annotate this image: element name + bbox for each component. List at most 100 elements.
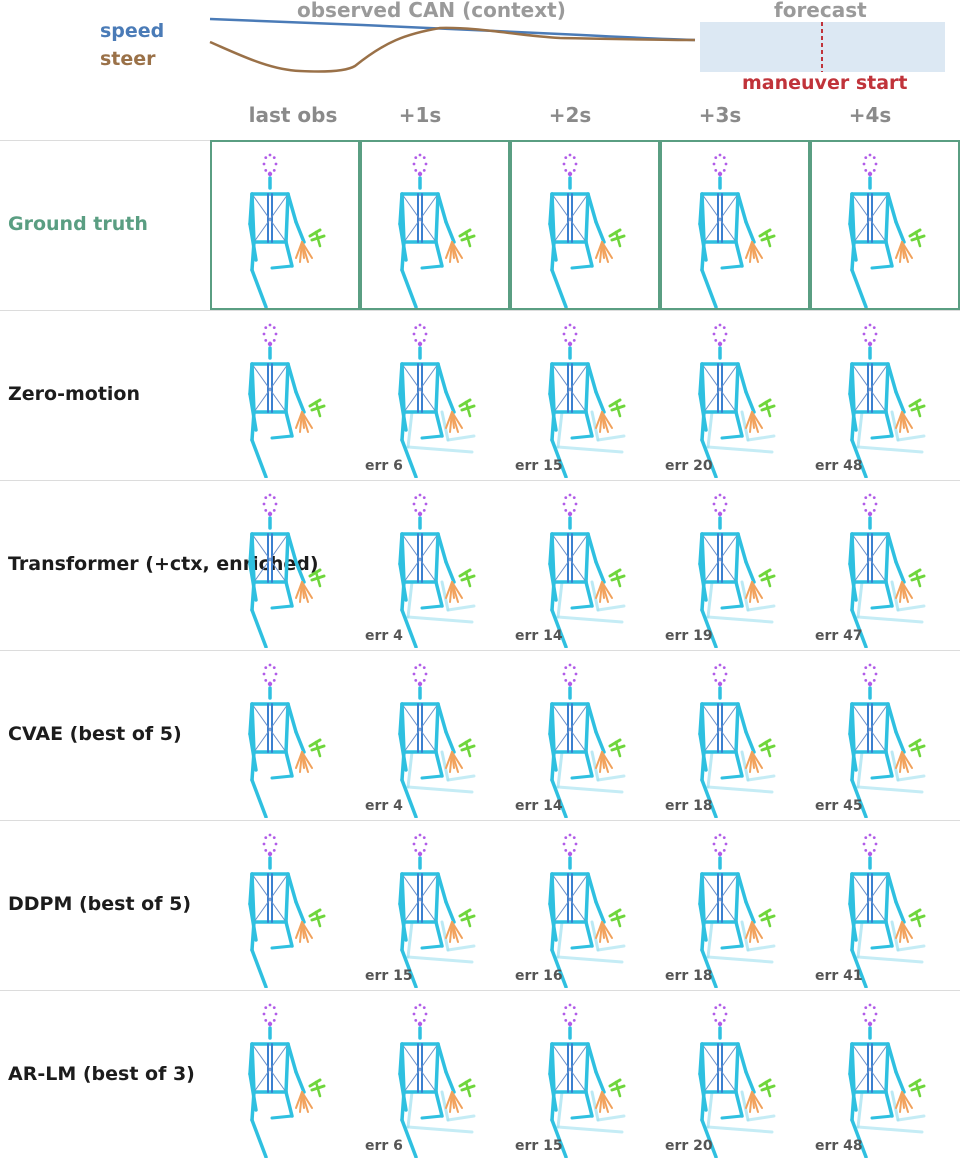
row-separator bbox=[0, 820, 960, 821]
column-header-1s: +1s bbox=[398, 103, 442, 127]
row-label-cvae: CVAE (best of 5) bbox=[8, 723, 182, 745]
error-label: err 15 bbox=[365, 968, 413, 984]
skeleton-figure bbox=[398, 1003, 476, 1159]
skeleton-pose bbox=[812, 652, 958, 819]
ground-truth-frame bbox=[810, 140, 960, 310]
skeleton-pose bbox=[362, 992, 508, 1159]
skeleton-figure bbox=[398, 833, 476, 989]
error-label: err 20 bbox=[665, 1138, 713, 1154]
skeleton-figure bbox=[548, 153, 626, 309]
skeleton-figure bbox=[548, 323, 626, 479]
error-label: err 48 bbox=[815, 1138, 863, 1154]
skeleton-figure bbox=[398, 153, 476, 309]
skeleton-pose bbox=[362, 652, 508, 819]
skeleton-pose bbox=[362, 482, 508, 649]
ground-truth-frame bbox=[660, 140, 810, 310]
speed-curve bbox=[209, 17, 696, 42]
skeleton-pose bbox=[662, 652, 808, 819]
column-header-2s: +2s bbox=[548, 103, 592, 127]
context-label: observed CAN (context) bbox=[297, 0, 566, 22]
skeleton-pose bbox=[212, 312, 358, 479]
row-label-ddpm: DDPM (best of 5) bbox=[8, 893, 192, 915]
skeleton-figure bbox=[398, 493, 476, 649]
error-label: err 14 bbox=[515, 628, 563, 644]
skeleton-pose bbox=[212, 992, 358, 1159]
column-header-4s: +4s bbox=[848, 103, 892, 127]
skeleton-figure bbox=[248, 663, 326, 819]
row-label-ar-lm: AR-LM (best of 3) bbox=[8, 1063, 195, 1085]
skeleton-pose bbox=[512, 142, 658, 309]
skeleton-figure bbox=[698, 663, 776, 819]
can-signal-plot bbox=[209, 17, 945, 73]
skeleton-figure bbox=[848, 663, 926, 819]
error-label: err 41 bbox=[815, 968, 863, 984]
error-label: err 14 bbox=[515, 798, 563, 814]
skeleton-pose bbox=[512, 482, 658, 649]
skeleton-figure bbox=[398, 663, 476, 819]
skeleton-pose bbox=[212, 652, 358, 819]
column-header-3s: +3s bbox=[698, 103, 742, 127]
maneuver-start-label: maneuver start bbox=[742, 72, 908, 94]
skeleton-figure bbox=[698, 493, 776, 649]
skeleton-pose bbox=[662, 482, 808, 649]
skeleton-pose bbox=[812, 482, 958, 649]
ground-truth-frame bbox=[510, 140, 660, 310]
skeleton-pose bbox=[662, 822, 808, 989]
row-separator bbox=[0, 480, 960, 481]
skeleton-pose bbox=[812, 822, 958, 989]
skeleton-pose bbox=[512, 992, 658, 1159]
skeleton-figure bbox=[848, 153, 926, 309]
skeleton-figure bbox=[248, 153, 326, 309]
error-label: err 47 bbox=[815, 628, 863, 644]
error-label: err 15 bbox=[515, 458, 563, 474]
skeleton-pose bbox=[662, 142, 808, 309]
error-label: err 6 bbox=[365, 458, 403, 474]
forecast-label: forecast bbox=[774, 0, 867, 22]
row-separator bbox=[0, 310, 960, 311]
error-label: err 16 bbox=[515, 968, 563, 984]
skeleton-pose bbox=[212, 482, 358, 649]
skeleton-figure bbox=[248, 493, 326, 649]
skeleton-figure bbox=[548, 1003, 626, 1159]
row-label-zero-motion: Zero-motion bbox=[8, 383, 140, 405]
skeleton-pose bbox=[512, 822, 658, 989]
skeleton-pose bbox=[212, 822, 358, 989]
skeleton-pose bbox=[662, 312, 808, 479]
ground-truth-frame bbox=[210, 140, 360, 310]
error-label: err 18 bbox=[665, 798, 713, 814]
row-separator bbox=[0, 990, 960, 991]
skeleton-pose bbox=[512, 652, 658, 819]
skeleton-figure bbox=[398, 323, 476, 479]
skeleton-figure bbox=[248, 1003, 326, 1159]
skeleton-figure bbox=[848, 833, 926, 989]
skeleton-figure bbox=[698, 323, 776, 479]
skeleton-pose bbox=[662, 992, 808, 1159]
row-label-transformer: Transformer (+ctx, enriched) bbox=[8, 553, 319, 575]
skeleton-figure bbox=[848, 493, 926, 649]
error-label: err 4 bbox=[365, 628, 403, 644]
steer-legend: steer bbox=[100, 48, 156, 70]
skeleton-figure bbox=[698, 1003, 776, 1159]
skeleton-pose bbox=[812, 142, 958, 309]
skeleton-pose bbox=[812, 992, 958, 1159]
skeleton-figure bbox=[248, 833, 326, 989]
steer-curve bbox=[209, 26, 696, 73]
row-separator bbox=[0, 650, 960, 651]
skeleton-pose bbox=[362, 822, 508, 989]
ground-truth-frame bbox=[360, 140, 510, 310]
error-label: err 18 bbox=[665, 968, 713, 984]
error-label: err 48 bbox=[815, 458, 863, 474]
skeleton-figure bbox=[848, 1003, 926, 1159]
error-label: err 19 bbox=[665, 628, 713, 644]
skeleton-pose bbox=[812, 312, 958, 479]
skeleton-figure bbox=[248, 323, 326, 479]
skeleton-pose bbox=[362, 312, 508, 479]
speed-legend: speed bbox=[100, 20, 165, 42]
skeleton-figure bbox=[698, 833, 776, 989]
skeleton-figure bbox=[548, 493, 626, 649]
error-label: err 45 bbox=[815, 798, 863, 814]
column-header-last-obs: last obs bbox=[248, 103, 338, 127]
skeleton-pose bbox=[362, 142, 508, 309]
skeleton-pose bbox=[512, 312, 658, 479]
skeleton-figure bbox=[548, 833, 626, 989]
